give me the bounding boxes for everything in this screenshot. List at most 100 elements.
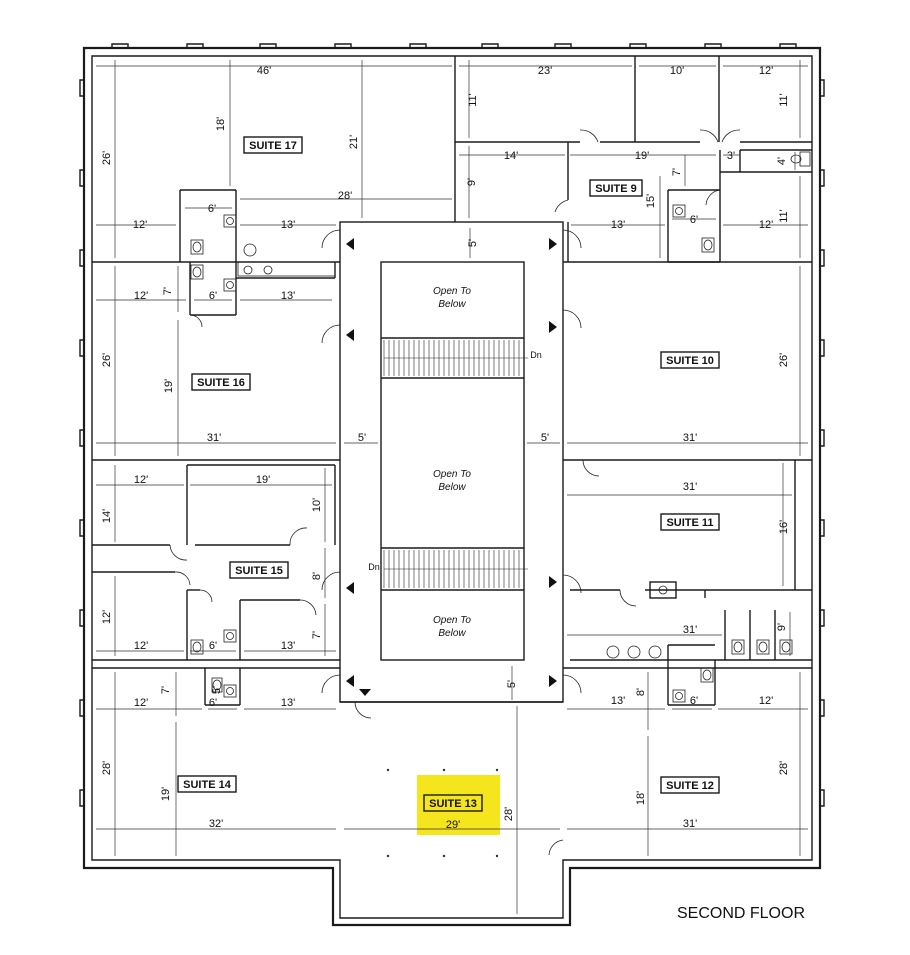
dim-label: 29' — [446, 819, 460, 831]
floor-title: SECOND FLOOR — [677, 905, 805, 922]
dim-label: 28' — [101, 761, 113, 775]
dim-label: 26' — [778, 353, 790, 367]
arrow-icon — [346, 675, 354, 687]
dim-label: 5' — [506, 680, 518, 688]
open-to-below-label: Open To — [433, 286, 471, 297]
arrow-icon — [549, 675, 557, 687]
dim-label: 26' — [101, 353, 113, 367]
dim-label: 31' — [683, 481, 697, 493]
suite-15-label: SUITE 15 — [235, 565, 283, 577]
dim-label: 32' — [209, 818, 223, 830]
dim-label: 6' — [209, 640, 217, 652]
suite-11-label: SUITE 11 — [666, 517, 713, 529]
dim-label: 11' — [778, 93, 790, 107]
dim-label: 23' — [538, 65, 552, 77]
dim-label: 15' — [645, 194, 657, 208]
open-to-below-label: Below — [438, 299, 466, 310]
suite-10-label: SUITE 10 — [666, 355, 714, 367]
dimension-labels: 46' 23' 10' 12' 11' 11' 18' 21' 26' 14' … — [101, 65, 790, 831]
dim-label: 11' — [467, 93, 479, 107]
arrow-icon — [359, 689, 371, 696]
dim-label: 5' — [211, 686, 223, 694]
dim-label: 8' — [635, 688, 647, 696]
dim-label: 10' — [670, 65, 684, 77]
suite-16-label: SUITE 16 — [197, 377, 245, 389]
doors — [169, 129, 741, 856]
open-to-below-label: Open To — [433, 615, 471, 626]
dim-label: 19' — [256, 474, 270, 486]
dim-label: 5' — [541, 432, 549, 444]
dim-label: 12' — [759, 65, 773, 77]
dim-label: 12' — [759, 695, 773, 707]
dim-label: 14' — [101, 509, 113, 523]
dim-label: 46' — [257, 65, 271, 77]
stairs-upper — [383, 340, 528, 376]
dim-label: 13' — [281, 290, 295, 302]
dim-label: 9' — [776, 623, 788, 631]
column-dots — [386, 768, 499, 858]
dim-label: 19' — [160, 787, 172, 801]
dim-label: 12' — [134, 290, 148, 302]
dim-label: 16' — [778, 520, 790, 534]
stairs-lower — [383, 550, 528, 588]
dim-label: 18' — [635, 791, 647, 805]
suite-12-label: SUITE 12 — [666, 780, 714, 792]
dim-label: 31' — [683, 624, 697, 636]
open-to-below-label: Below — [438, 628, 466, 639]
dim-label: 19' — [163, 379, 175, 393]
dim-label: 13' — [281, 219, 295, 231]
dim-label: 13' — [281, 697, 295, 709]
dim-label: 7' — [311, 631, 323, 639]
dim-label: 12' — [134, 474, 148, 486]
dimension-lines — [96, 60, 808, 914]
dim-label: 6' — [208, 203, 216, 215]
suite-9-label: SUITE 9 — [595, 183, 637, 195]
suite-13-label: SUITE 13 — [429, 798, 477, 810]
dim-label: 18' — [215, 117, 227, 131]
exterior-walls — [79, 43, 825, 927]
dim-label: 19' — [635, 150, 649, 162]
restroom-fixtures — [190, 151, 811, 703]
dim-label: 28' — [338, 190, 352, 202]
arrow-icon — [346, 582, 354, 594]
dim-label: 12' — [759, 219, 773, 231]
dim-label: 31' — [683, 818, 697, 830]
open-to-below-label: Below — [438, 482, 466, 493]
dim-label: 4' — [776, 157, 788, 165]
suite-17-label: SUITE 17 — [249, 140, 297, 152]
arrow-icon — [346, 238, 354, 250]
open-to-below-label: Open To — [433, 469, 471, 480]
dim-label: 21' — [348, 135, 360, 149]
dim-label: 7' — [162, 287, 174, 295]
dim-label: 5' — [467, 239, 479, 247]
dim-label: 11' — [778, 209, 790, 223]
arrow-icon — [549, 576, 557, 588]
arrow-icon — [549, 238, 557, 250]
dim-label: 6' — [690, 695, 698, 707]
dim-label: 28' — [503, 807, 515, 821]
dim-label: 7' — [160, 686, 172, 694]
atrium-labels: Open To Below Open To Below Open To Belo… — [368, 286, 542, 639]
dim-label: 28' — [778, 761, 790, 775]
arrow-icon — [549, 321, 557, 333]
corridor-arrows — [346, 238, 557, 696]
dim-label: 12' — [133, 219, 147, 231]
dim-label: 13' — [611, 219, 625, 231]
stair-down-label: Dn — [368, 562, 380, 572]
interior-walls — [92, 56, 812, 706]
dim-label: 26' — [101, 151, 113, 165]
arrow-icon — [346, 329, 354, 341]
suite-14-label: SUITE 14 — [183, 779, 232, 791]
dim-label: 12' — [101, 610, 113, 624]
suite-13-highlight — [417, 775, 500, 835]
dim-label: 12' — [134, 697, 148, 709]
dim-label: 8' — [311, 572, 323, 580]
dim-label: 10' — [311, 498, 323, 512]
dim-label: 13' — [281, 640, 295, 652]
dim-label: 3' — [727, 150, 735, 162]
dim-label: 7' — [671, 168, 683, 176]
dim-label: 13' — [611, 695, 625, 707]
dim-label: 6' — [690, 214, 698, 226]
dim-label: 6' — [209, 290, 217, 302]
